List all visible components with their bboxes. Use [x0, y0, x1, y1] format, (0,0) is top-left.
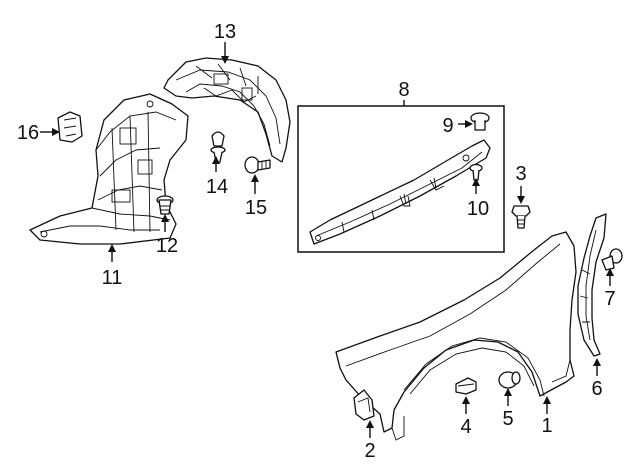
callout-16: 16	[17, 122, 39, 144]
liner-screw	[156, 195, 174, 215]
fender-bolt	[511, 205, 531, 229]
liner-retainer	[57, 111, 83, 143]
bracket-bolt	[469, 163, 483, 181]
rear-fender-liner	[163, 57, 291, 163]
callout-7: 7	[604, 288, 615, 310]
fender-panel	[335, 231, 577, 441]
fender-clip	[455, 377, 477, 395]
callout-3: 3	[515, 163, 526, 185]
liner-self-tapping-screw	[244, 156, 271, 174]
fender-bracket	[353, 389, 375, 421]
callout-4: 4	[460, 416, 471, 438]
seal-push-clip	[601, 248, 623, 271]
leader-lines	[40, 42, 614, 438]
callout-12: 12	[156, 235, 178, 257]
callout-11: 11	[102, 267, 123, 289]
fender-grommet	[498, 371, 521, 389]
liner-clip	[210, 131, 226, 163]
fender-side-seal	[577, 213, 607, 357]
callout-10: 10	[467, 198, 489, 220]
callout-14: 14	[206, 176, 228, 198]
callout-15: 15	[245, 197, 267, 219]
callout-6: 6	[591, 378, 602, 400]
callout-2: 2	[364, 440, 375, 462]
front-fender-liner	[29, 93, 189, 245]
callout-9: 9	[442, 115, 453, 137]
fender-upper-bracket-box	[297, 105, 505, 253]
bracket-clip	[470, 112, 490, 131]
callout-8: 8	[398, 79, 409, 101]
callout-13: 13	[214, 21, 236, 43]
callout-5: 5	[502, 408, 513, 430]
callout-1: 1	[541, 415, 552, 437]
